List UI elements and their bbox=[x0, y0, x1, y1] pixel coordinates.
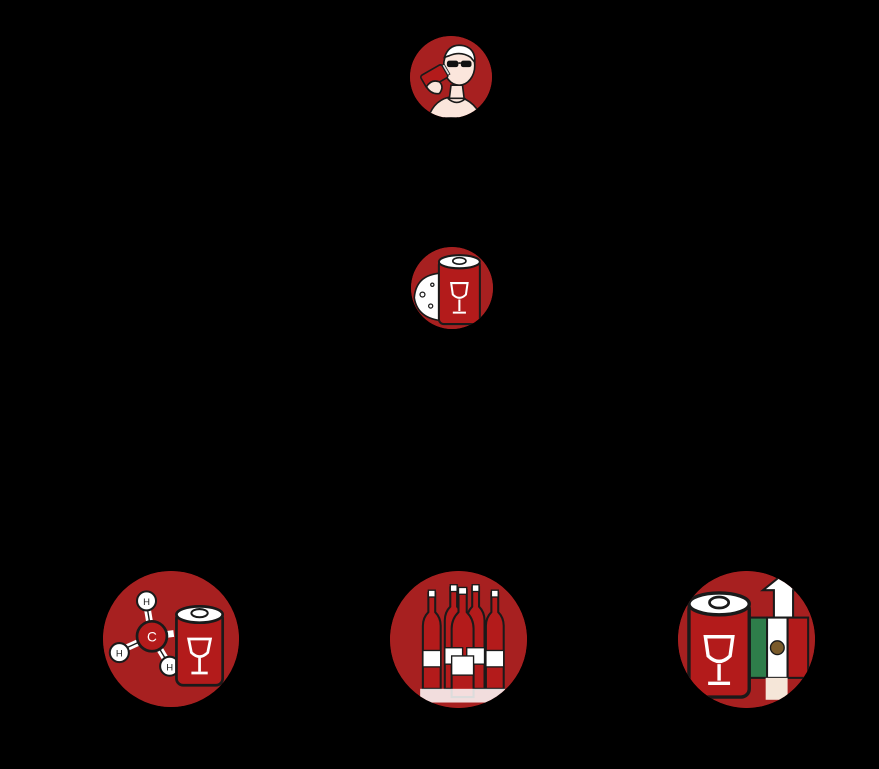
mexico-flag-icon bbox=[745, 616, 810, 679]
hydrogen-atom-top: H bbox=[143, 597, 150, 608]
hydrogen-atom-bottom: H bbox=[166, 662, 173, 673]
carbon-atom: C bbox=[147, 630, 157, 645]
wine-bottles-group-icon bbox=[390, 571, 527, 708]
wine-can-mexico-flag-export-icon bbox=[678, 571, 815, 708]
man-drinking-from-can-icon bbox=[410, 36, 492, 118]
hydrogen-atom-left: H bbox=[116, 649, 123, 660]
methane-molecule-and-wine-can-icon: H C H H bbox=[103, 571, 239, 707]
wine-can-and-cheese-icon bbox=[411, 247, 493, 329]
